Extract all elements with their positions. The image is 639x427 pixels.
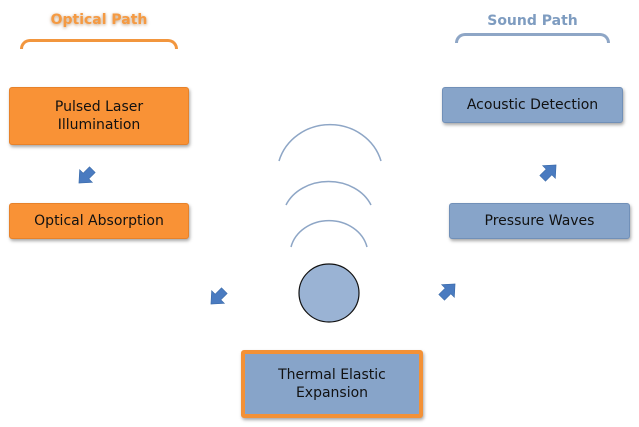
node-pulsed-laser-illumination: Pulsed Laser Illumination xyxy=(9,87,189,145)
node-label: Thermal Elastic Expansion xyxy=(278,367,386,401)
node-acoustic-detection: Acoustic Detection xyxy=(442,87,623,123)
node-pressure-waves: Pressure Waves xyxy=(449,203,630,239)
node-optical-absorption: Optical Absorption xyxy=(9,203,189,239)
node-label: Acoustic Detection xyxy=(466,97,599,113)
node-label: Pressure Waves xyxy=(484,213,595,229)
arrow-down-right-icon xyxy=(78,166,96,184)
sound-path-header: Sound Path xyxy=(487,13,578,29)
sound-path-brace xyxy=(455,33,610,43)
node-label: Optical Absorption xyxy=(34,213,164,229)
sound-wave-medium xyxy=(285,180,372,206)
node-thermal-elastic-expansion: Thermal Elastic Expansion xyxy=(241,350,423,418)
sound-wave-small xyxy=(290,219,368,248)
arrow-up-right-icon xyxy=(539,164,557,182)
node-label: Pulsed Laser Illumination xyxy=(54,99,144,133)
source-circle xyxy=(298,263,360,323)
arrow-up-right-icon xyxy=(438,283,456,301)
sound-wave-large xyxy=(278,123,382,162)
optical-path-brace xyxy=(20,39,178,49)
optical-path-header: Optical Path xyxy=(50,12,148,28)
arrow-down-right-icon xyxy=(210,287,228,305)
